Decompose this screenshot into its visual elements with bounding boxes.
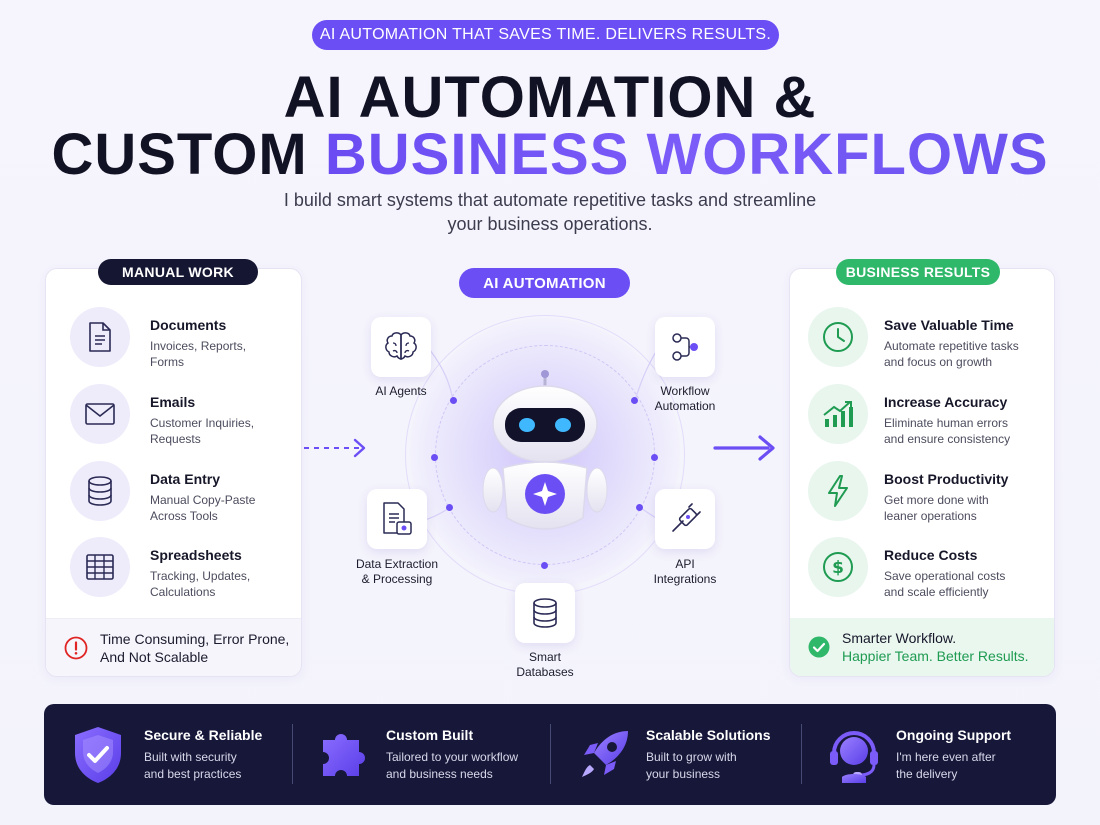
feature-secure: Secure & Reliable Built with security an… (68, 704, 262, 805)
item-title: Boost Productivity (884, 471, 1009, 487)
item-desc: Automate repetitive tasks and focus on g… (884, 339, 1019, 369)
manual-work-footer: Time Consuming, Error Prone, And Not Sca… (46, 618, 301, 676)
puzzle-icon (314, 725, 374, 785)
manual-item-emails: Emails Customer Inquiries, Requests (70, 384, 254, 447)
subtitle-line2: your business operations. (447, 214, 653, 234)
item-desc: Tracking, Updates, Calculations (150, 569, 251, 599)
plug-icon (672, 503, 701, 532)
item-desc: Manual Copy-Paste Across Tools (150, 493, 256, 523)
dollar-icon: $ (808, 537, 868, 597)
tagline-pill: AI AUTOMATION THAT SAVES TIME. DELIVERS … (312, 20, 779, 50)
envelope-icon (70, 384, 130, 444)
item-title: Spreadsheets (150, 547, 242, 563)
item-title: Emails (150, 394, 196, 410)
databases-label: Smart Databases (516, 650, 574, 679)
item-desc: Eliminate human errors and ensure consis… (884, 416, 1011, 446)
database-icon (533, 598, 557, 628)
ai-agents-node (371, 317, 431, 377)
shield-icon (68, 725, 128, 785)
data-extraction-label: Data Extraction & Processing (355, 557, 439, 586)
connector-dot (636, 504, 643, 511)
growth-chart-icon (808, 384, 868, 444)
document-icon (70, 307, 130, 367)
page-title-dark-word: CUSTOM (51, 122, 308, 187)
feature-title: Custom Built (386, 726, 474, 743)
item-title: Documents (150, 317, 227, 333)
warning-icon (64, 636, 88, 659)
database-icon (70, 461, 130, 521)
feature-desc: Tailored to your workflow and business n… (386, 749, 519, 781)
solid-arrow-icon (713, 435, 775, 461)
connector-dot (631, 397, 638, 404)
item-desc: Save operational costs and scale efficie… (884, 569, 1006, 599)
features-bar: Secure & Reliable Built with security an… (44, 704, 1056, 805)
check-circle-icon (808, 636, 830, 658)
feature-desc: Built to grow with your business (646, 749, 737, 781)
brain-icon (385, 332, 417, 360)
feature-desc: I'm here even after the delivery (896, 749, 996, 781)
page-title-line1: AI AUTOMATION & (283, 65, 817, 130)
manual-item-documents: Documents Invoices, Reports, Forms (70, 307, 246, 370)
page-title-accent-words: BUSINESS WORKFLOWS (324, 122, 1049, 187)
results-footer-line1: Smarter Workflow. (842, 630, 957, 646)
connector-dot (450, 397, 457, 404)
data-extraction-node (367, 489, 427, 549)
result-item-costs: $ Reduce Costs Save operational costs an… (808, 537, 1005, 600)
divider (292, 724, 293, 784)
item-title: Increase Accuracy (884, 394, 1008, 410)
item-desc: Invoices, Reports, Forms (150, 339, 247, 369)
feature-title: Secure & Reliable (144, 726, 263, 743)
manual-work-card: Documents Invoices, Reports, Forms Email… (45, 268, 302, 677)
item-title: Data Entry (150, 471, 221, 487)
item-title: Reduce Costs (884, 547, 978, 563)
subtitle-line1: I build smart systems that automate repe… (283, 190, 817, 210)
divider (550, 724, 551, 784)
feature-title: Ongoing Support (896, 726, 1012, 743)
feature-custom: Custom Built Tailored to your workflow a… (314, 704, 518, 805)
divider (801, 724, 802, 784)
result-item-time: Save Valuable Time Automate repetitive t… (808, 307, 1019, 370)
api-node (655, 489, 715, 549)
ai-automation-badge: AI AUTOMATION (459, 268, 630, 298)
item-title: Save Valuable Time (884, 317, 1014, 333)
business-results-card: Save Valuable Time Automate repetitive t… (789, 268, 1055, 677)
connector-dot (446, 504, 453, 511)
svg-text:$: $ (832, 558, 844, 578)
connector-dot (431, 454, 438, 461)
feature-support: Ongoing Support I'm here even after the … (824, 704, 1011, 805)
headset-icon (824, 725, 884, 785)
document-extract-icon (383, 502, 412, 535)
clock-icon (808, 307, 868, 367)
spreadsheet-icon (70, 537, 130, 597)
connector-dot (541, 562, 548, 569)
result-item-accuracy: Increase Accuracy Eliminate human errors… (808, 384, 1010, 447)
manual-work-badge: MANUAL WORK (98, 259, 258, 285)
workflow-label: Workflow Automation (654, 384, 716, 413)
item-desc: Get more done with leaner operations (884, 493, 989, 523)
business-results-badge: BUSINESS RESULTS (836, 259, 1000, 285)
manual-footer-text: Time Consuming, Error Prone, And Not Sca… (100, 630, 290, 665)
business-results-footer: Smarter Workflow. Happier Team. Better R… (790, 618, 1054, 676)
result-item-productivity: Boost Productivity Get more done with le… (808, 461, 1008, 524)
feature-desc: Built with security and best practices (144, 749, 242, 781)
results-footer-line2: Happier Team. Better Results. (842, 648, 1029, 664)
ai-agents-label: AI Agents (375, 384, 427, 398)
page-title-line2: CUSTOM BUSINESS WORKFLOWS (0, 125, 1100, 185)
manual-item-spreadsheets: Spreadsheets Tracking, Updates, Calculat… (70, 537, 250, 600)
databases-node (515, 583, 575, 643)
api-label: API Integrations (653, 557, 717, 586)
rocket-icon (574, 725, 634, 785)
manual-item-data-entry: Data Entry Manual Copy-Paste Across Tool… (70, 461, 255, 524)
workflow-node (655, 317, 715, 377)
connector-dot (651, 454, 658, 461)
feature-title: Scalable Solutions (646, 726, 771, 743)
workflow-icon (672, 333, 698, 361)
feature-scalable: Scalable Solutions Built to grow with yo… (574, 704, 770, 805)
dashed-arrow-icon (304, 438, 366, 458)
lightning-icon (808, 461, 868, 521)
item-desc: Customer Inquiries, Requests (150, 416, 255, 446)
robot-icon (482, 370, 608, 530)
